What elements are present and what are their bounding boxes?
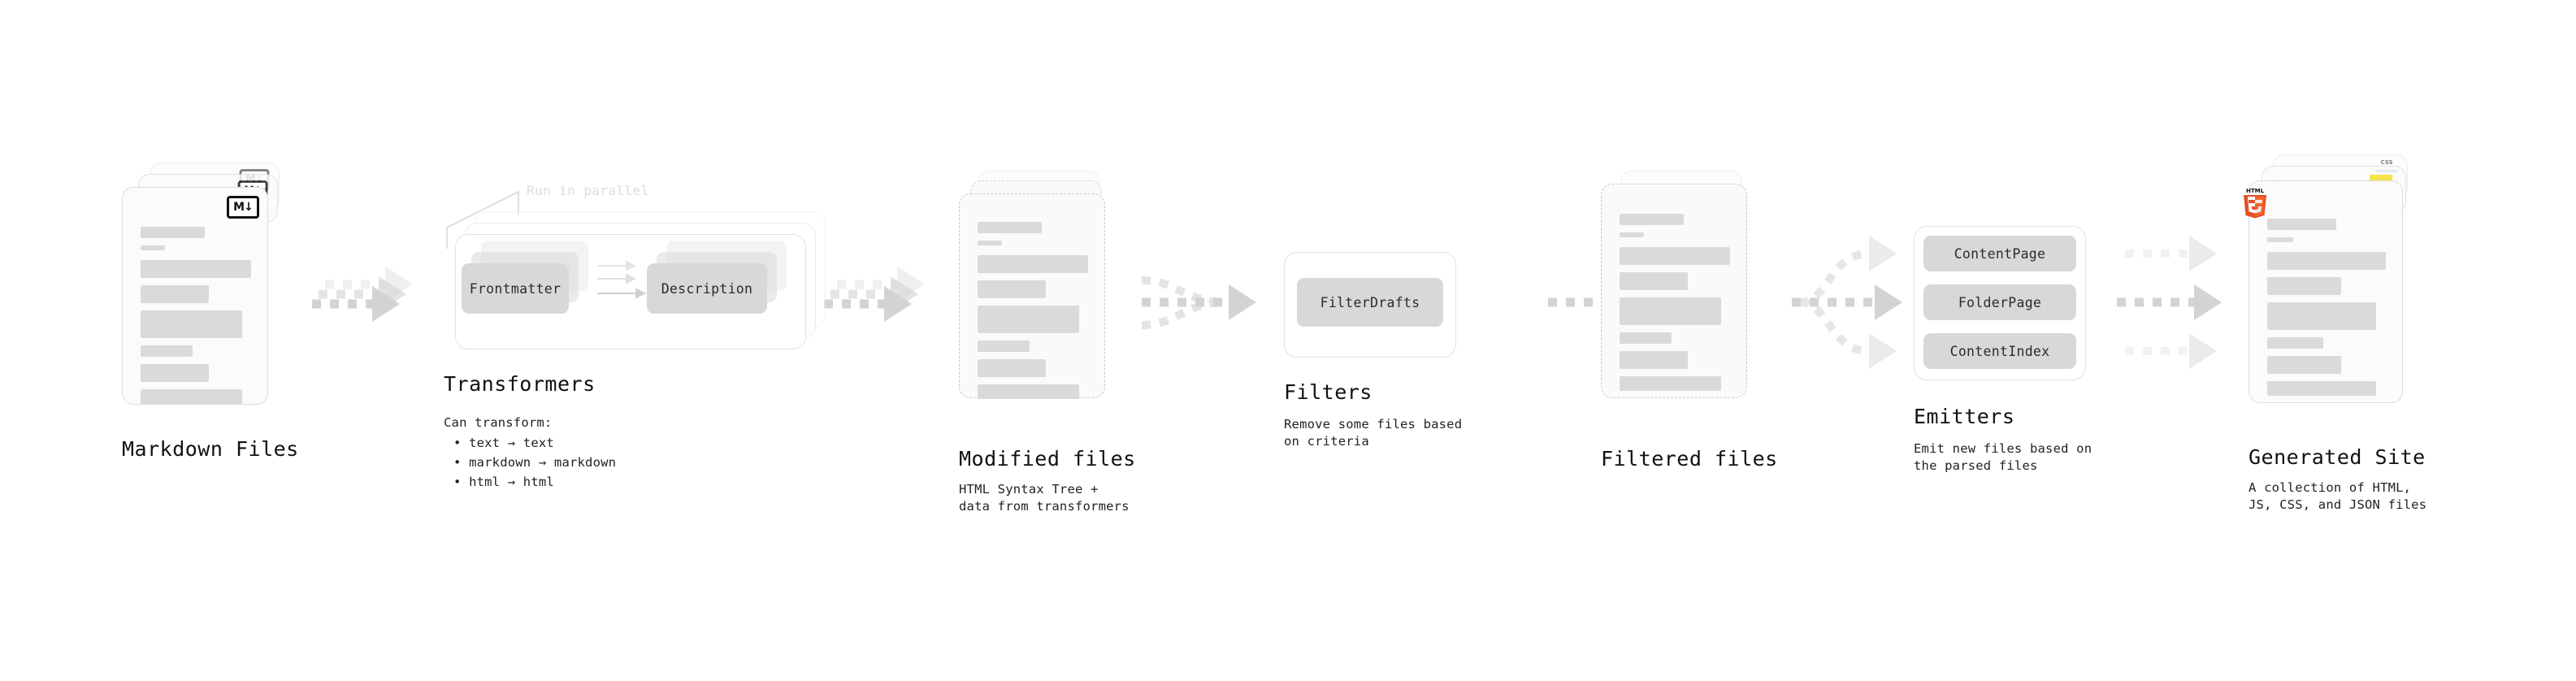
emitter-chip-folderpage[interactable]: FolderPage (1923, 284, 2076, 320)
emitter-chip-contentindex[interactable]: ContentIndex (1923, 333, 2076, 369)
stage-title-modified-files: Modified files (959, 447, 1136, 471)
transformers-transform-list-item: • markdown → markdown (453, 455, 617, 470)
connector-modified-to-filters (1141, 276, 1256, 329)
stage-modified-files: Modified files HTML Syntax Tree + data f… (959, 171, 1170, 514)
stage-emitters: ContentPage FolderPage ContentIndex Emit… (1914, 203, 2174, 479)
stage-title-filtered-files: Filtered files (1601, 447, 1778, 471)
run-in-parallel-label: Run in parallel (527, 183, 649, 198)
card-placeholder-content (1620, 214, 1730, 398)
stage-title-emitters: Emitters (1914, 405, 2015, 428)
stage-filters: FilterDrafts Filters Remove some files b… (1284, 228, 1544, 471)
transformer-chip-frontmatter[interactable]: Frontmatter (462, 263, 569, 314)
stage-generated-site: CSS JS HTML (2239, 154, 2483, 512)
markdown-file-stack: M↓ M↓ M↓ (122, 163, 333, 423)
connector-emitters-to-site (2117, 236, 2222, 369)
transformers-transform-list-item: • text → text (453, 436, 554, 450)
filtered-card-front (1601, 184, 1747, 398)
svg-text:HTML: HTML (2246, 188, 2265, 194)
card-placeholder-content (978, 222, 1088, 406)
modified-card-front (959, 193, 1105, 399)
markdown-icon: M↓ (227, 196, 259, 219)
card-placeholder-content (141, 227, 251, 411)
stage-description-filters: Remove some files based on criteria (1284, 417, 1463, 449)
stage-filtered-files: Filtered files (1601, 171, 1812, 471)
filtered-file-stack (1601, 171, 1796, 423)
transformer-chip-description[interactable]: Description (647, 263, 767, 314)
card-placeholder-content (2267, 219, 2386, 403)
stage-title-filters: Filters (1284, 380, 1373, 404)
stage-title-transformers: Transformers (444, 372, 596, 396)
filter-chip-filterdrafts[interactable]: FilterDrafts (1297, 278, 1443, 327)
transformers-transform-list-item: • html → html (453, 475, 554, 489)
stage-description-generated-site: A collection of HTML, JS, CSS, and JSON … (2249, 480, 2427, 512)
stage-title-generated-site: Generated Site (2249, 445, 2426, 469)
stage-description-modified-files: HTML Syntax Tree + data from transformer… (959, 482, 1130, 514)
connector-filtered-to-emitters (1792, 236, 1902, 369)
modified-file-stack (959, 171, 1154, 423)
stage-description-emitters: Emit new files based on the parsed files (1914, 441, 2092, 473)
transformers-description-heading: Can transform: (444, 415, 553, 430)
transformer-internal-arrows (597, 260, 647, 299)
html5-icon: HTML (2241, 186, 2269, 219)
generated-card-front: HTML (2244, 180, 2403, 403)
emitter-chip-contentpage[interactable]: ContentPage (1923, 236, 2076, 271)
stage-markdown-files: M↓ M↓ M↓ Markdown Files (122, 163, 333, 461)
stage-transformers: Run in parallel Frontmatter Description … (431, 163, 853, 504)
generated-site-stack: CSS JS HTML (2239, 154, 2450, 423)
run-in-parallel-bracket (445, 190, 520, 249)
stage-title-markdown-files: Markdown Files (122, 437, 299, 461)
markdown-card-front: M↓ (122, 187, 268, 405)
